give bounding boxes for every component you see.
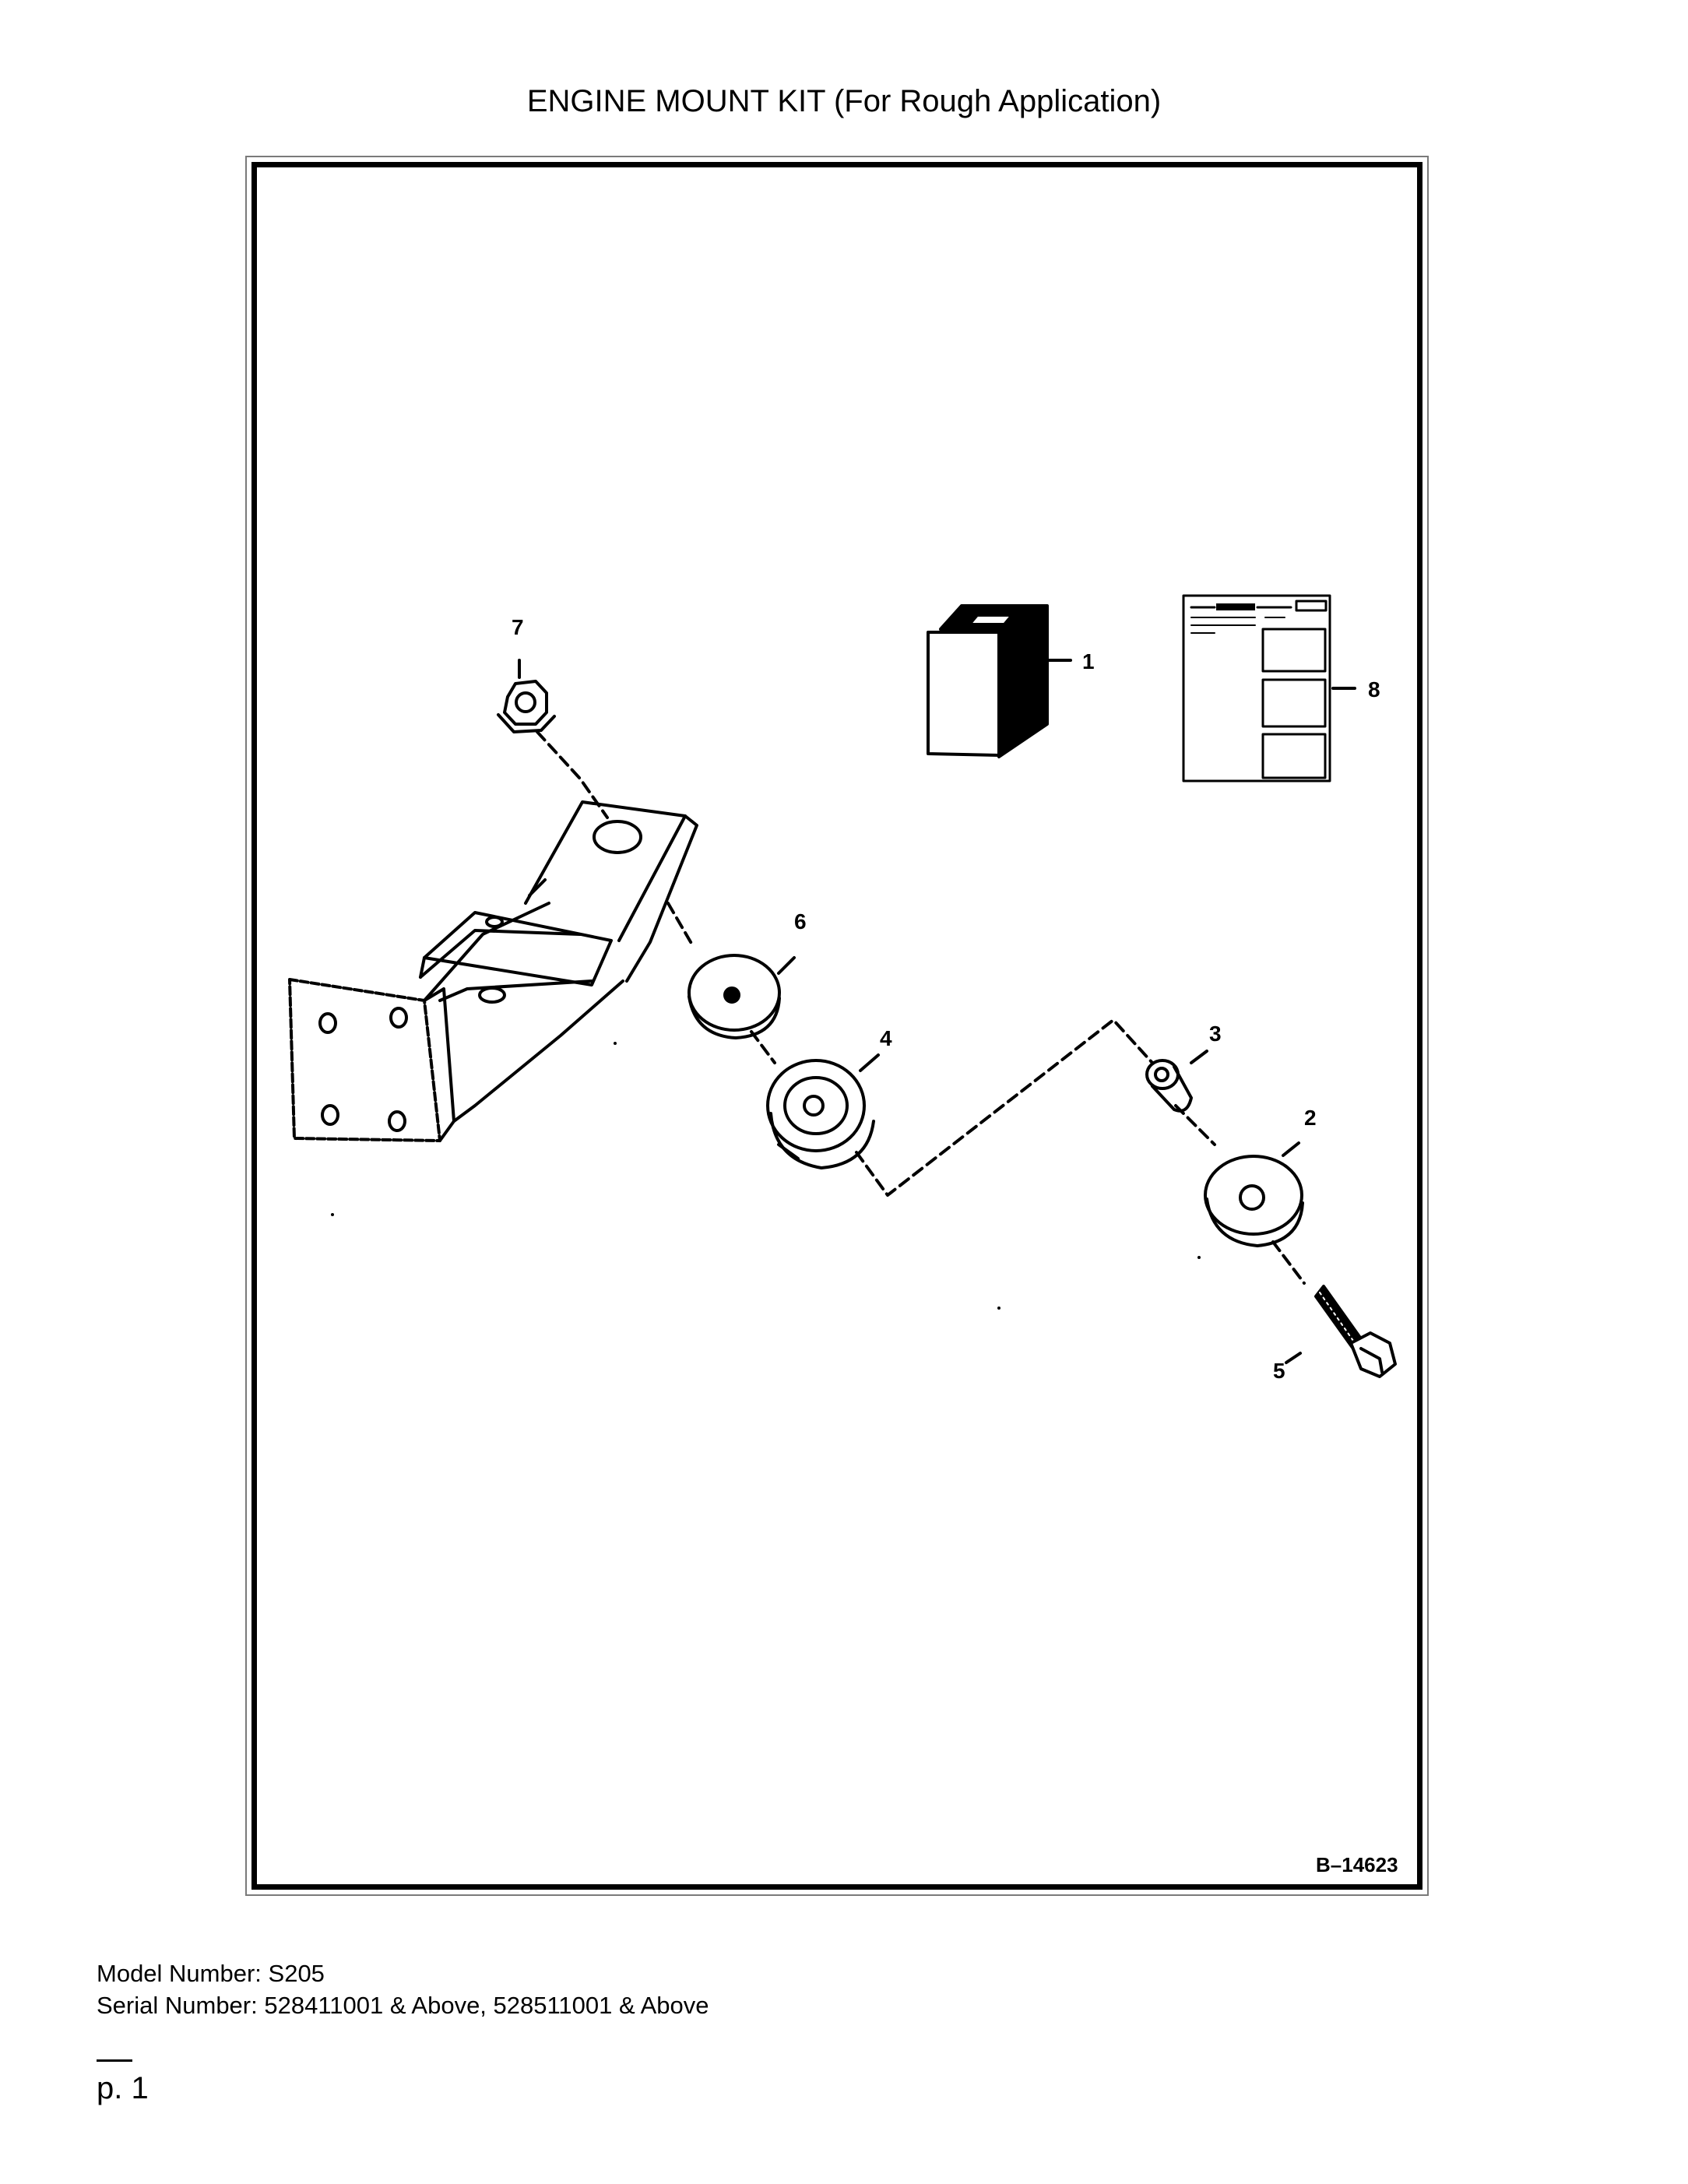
sleeve-icon bbox=[1145, 1059, 1193, 1113]
callout-4-label: 4 bbox=[880, 1026, 892, 1050]
washer-icon bbox=[688, 954, 781, 1039]
figure-id: B–14623 bbox=[1316, 1853, 1398, 1876]
callout-6-label: 6 bbox=[794, 909, 807, 934]
callout-7-label: 7 bbox=[512, 615, 524, 639]
decal-pack-icon bbox=[927, 604, 1049, 758]
model-number: Model Number: S205 bbox=[97, 1960, 325, 1987]
callout-8-label: 8 bbox=[1368, 677, 1380, 702]
callout-3-label: 3 bbox=[1209, 1022, 1222, 1046]
assembly-lines bbox=[536, 730, 1306, 1285]
engine-mount-bracket-icon bbox=[288, 800, 698, 1142]
lower-isolator-icon bbox=[1204, 1155, 1304, 1247]
callout-1-label: 1 bbox=[1082, 649, 1095, 673]
upper-isolator-icon bbox=[766, 1059, 875, 1169]
bolt-icon bbox=[1314, 1285, 1397, 1378]
figure-frame bbox=[251, 162, 1422, 1890]
callout-5-label: 5 bbox=[1273, 1359, 1285, 1383]
serial-number: Serial Number: 528411001 & Above, 528511… bbox=[97, 1992, 709, 2019]
callout-leaders bbox=[518, 659, 1356, 1364]
page-title: ENGINE MOUNT KIT (For Rough Application) bbox=[526, 84, 1162, 118]
figure-frame-outer bbox=[245, 156, 1429, 1896]
page-number: p. 1 bbox=[97, 2071, 149, 2105]
instruction-sheet-icon bbox=[1182, 594, 1331, 783]
callout-2-label: 2 bbox=[1304, 1106, 1317, 1130]
scan-specks bbox=[331, 1042, 1201, 1310]
page-divider bbox=[97, 2059, 132, 2062]
nut-icon bbox=[497, 680, 556, 733]
